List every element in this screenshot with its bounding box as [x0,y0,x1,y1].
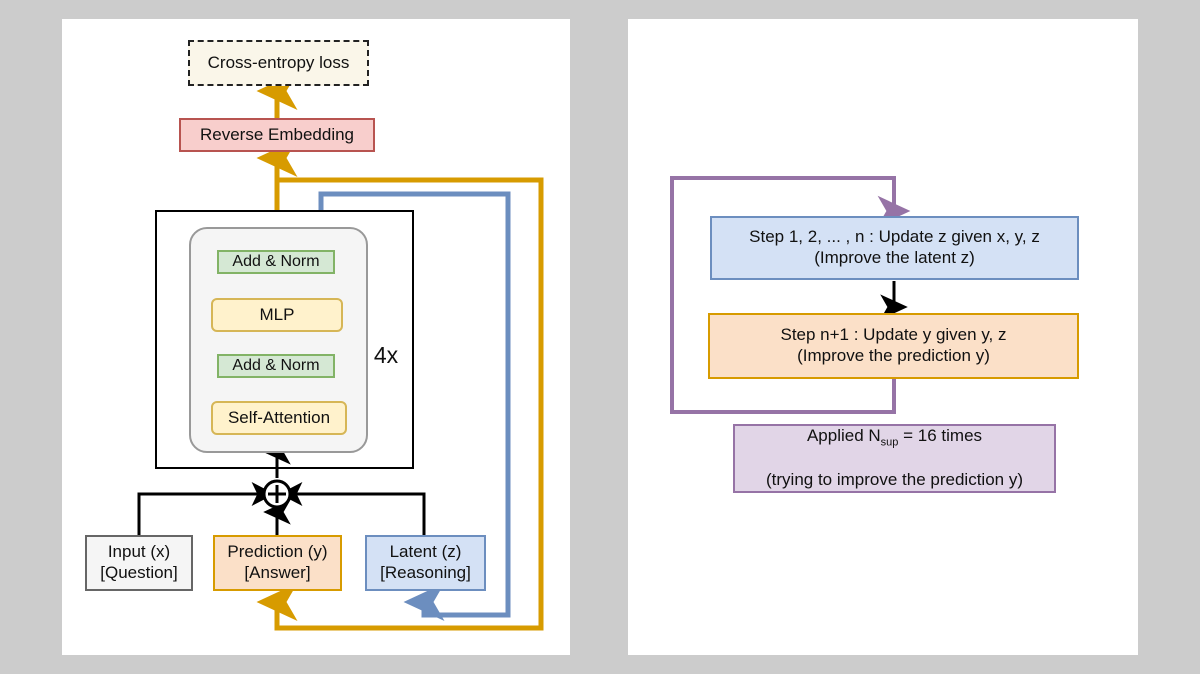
cross-entropy-loss-box: Cross-entropy loss [188,40,369,86]
transformer-block-outer [155,210,414,469]
add-norm-bottom-box: Add & Norm [217,354,335,378]
applied-nsup-box: Applied Nsup = 16 times (trying to impro… [733,424,1056,493]
mlp-box: MLP [211,298,343,332]
step-update-y-box: Step n+1 : Update y given y, z (Improve … [708,313,1079,379]
applied-suffix: = 16 times [898,425,983,445]
reverse-embedding-box: Reverse Embedding [179,118,375,152]
applied-line-1: Applied Nsup = 16 times [766,426,1023,450]
prediction-y-box: Prediction (y) [Answer] [213,535,342,591]
applied-prefix: Applied N [806,425,881,445]
input-x-box: Input (x) [Question] [85,535,193,591]
latent-z-box: Latent (z) [Reasoning] [365,535,486,591]
nsup-subscript: sup [880,436,899,449]
self-attention-box: Self-Attention [211,401,347,435]
step-update-z-box: Step 1, 2, ... , n : Update z given x, y… [710,216,1079,280]
repeat-count-label: 4x [373,341,399,368]
add-norm-top-box: Add & Norm [217,250,335,274]
applied-line-2: (trying to improve the prediction y) [766,470,1023,490]
